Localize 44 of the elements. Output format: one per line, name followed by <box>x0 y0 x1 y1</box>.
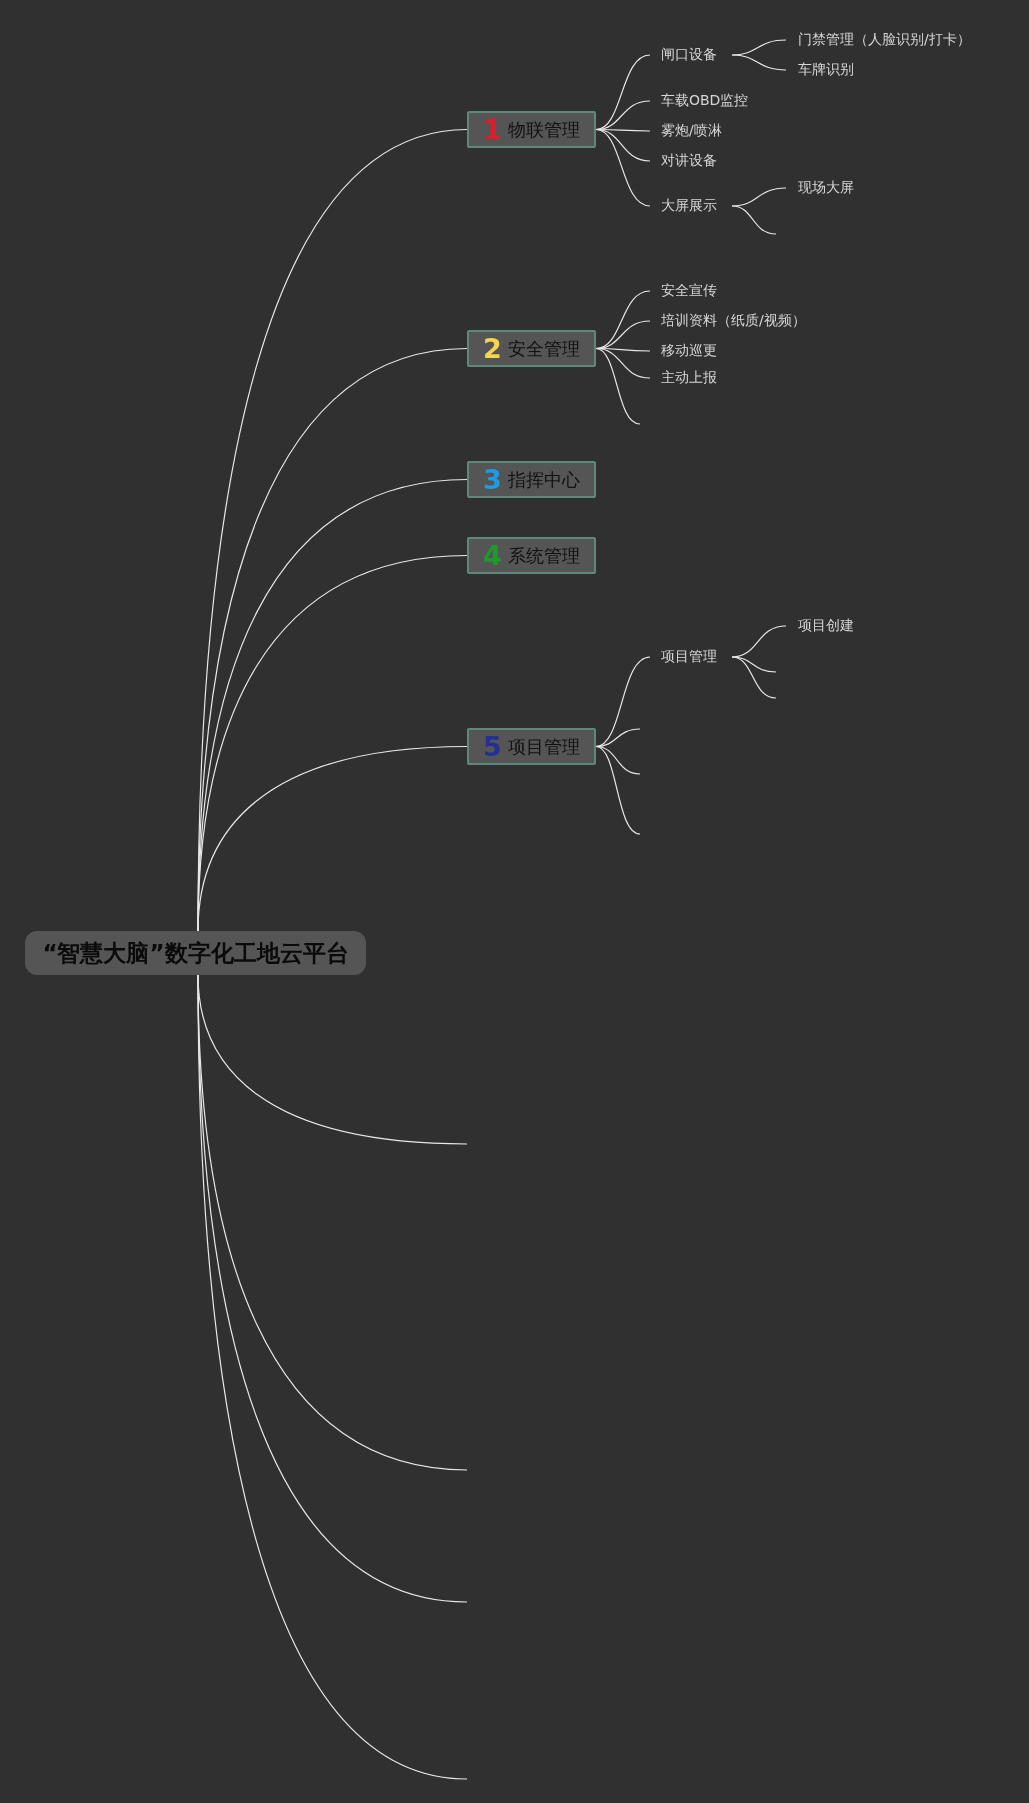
branch-label: 培训资料（纸质/视频） <box>661 312 806 330</box>
branch-label: 移动巡更 <box>661 342 717 360</box>
branch-line <box>595 128 651 207</box>
branch-label: 对讲设备 <box>661 152 717 170</box>
branch-line <box>595 347 641 425</box>
branch-label: 项目管理 <box>661 648 717 666</box>
branch-line <box>731 625 787 658</box>
branch-label: 项目创建 <box>798 617 854 635</box>
topic-label: 项目管理 <box>507 734 580 759</box>
branch-line <box>731 656 777 673</box>
branch-line <box>731 54 787 71</box>
branch-label: 闸口设备 <box>661 46 717 64</box>
central-topic-box <box>25 931 366 975</box>
branch-line <box>197 974 468 1780</box>
branch-line <box>595 54 651 131</box>
topic-number: 1 <box>483 114 502 145</box>
branch-label: 大屏展示 <box>661 197 717 215</box>
branch-label: 雾炮/喷淋 <box>661 122 722 140</box>
topic-box <box>467 461 596 498</box>
topic-label: 指挥中心 <box>507 467 580 492</box>
topic-label: 物联管理 <box>507 117 580 142</box>
branch-line <box>731 187 787 207</box>
branch-line <box>731 39 787 56</box>
branch-line <box>731 205 777 235</box>
branch-label: 安全宣传 <box>661 282 717 300</box>
branch-label: 车牌识别 <box>798 61 854 79</box>
topic-label: 安全管理 <box>507 336 580 361</box>
branch-label: 车载OBD监控 <box>661 92 749 110</box>
topic-box <box>467 111 596 148</box>
topic-box <box>467 330 596 367</box>
topic-box <box>467 728 596 765</box>
branch-label: 门禁管理（人脸识别/打卡） <box>798 31 971 49</box>
topic-label: 系统管理 <box>507 543 580 568</box>
branch-line <box>595 745 641 835</box>
topic-box <box>467 537 596 574</box>
branch-line <box>731 656 777 699</box>
branch-label: 主动上报 <box>661 369 717 387</box>
topic-number: 3 <box>483 464 502 495</box>
topic-number: 4 <box>483 540 502 571</box>
topic-number: 2 <box>483 333 502 364</box>
central-topic-label: “智慧大脑”数字化工地云平台 <box>42 938 349 968</box>
branch-label: 现场大屏 <box>798 179 854 197</box>
branch-line <box>595 656 651 748</box>
topic-number: 5 <box>483 731 502 762</box>
